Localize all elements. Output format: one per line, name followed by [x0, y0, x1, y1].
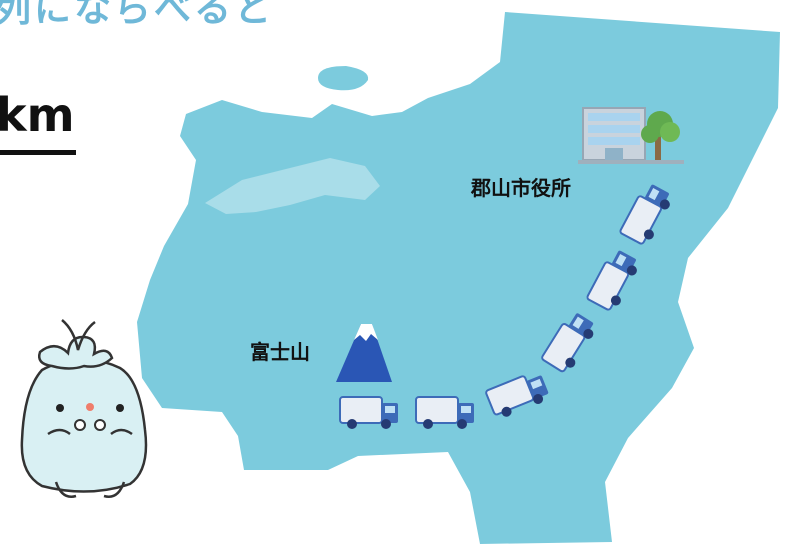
map-shape: [137, 12, 780, 544]
page-heading: 列にならべると: [0, 0, 274, 30]
garbage-truck-icon: [586, 250, 637, 311]
garbage-truck-icon: [619, 184, 670, 245]
truck-1: [339, 396, 398, 429]
mount-fuji-icon: [336, 324, 392, 382]
city-hall-building-icon: [578, 107, 684, 164]
distance-unit: km: [0, 88, 75, 142]
truck-3: [485, 375, 549, 417]
garbage-truck-icon: [541, 313, 594, 373]
label-city-hall: 郡山市役所: [471, 176, 571, 200]
truck-6: [619, 184, 670, 245]
map-inlet: [205, 158, 380, 214]
garbage-truck-icon: [415, 396, 474, 429]
garbage-truck-icon: [485, 375, 549, 417]
map-island: [318, 66, 369, 91]
truck-2: [415, 396, 474, 429]
garbage-truck-icon: [339, 396, 398, 429]
distance-underline: [0, 150, 76, 155]
truck-5: [586, 250, 637, 311]
label-mount-fuji: 富士山: [250, 340, 310, 364]
garbage-bag-mascot: [20, 319, 148, 498]
truck-4: [541, 313, 594, 373]
